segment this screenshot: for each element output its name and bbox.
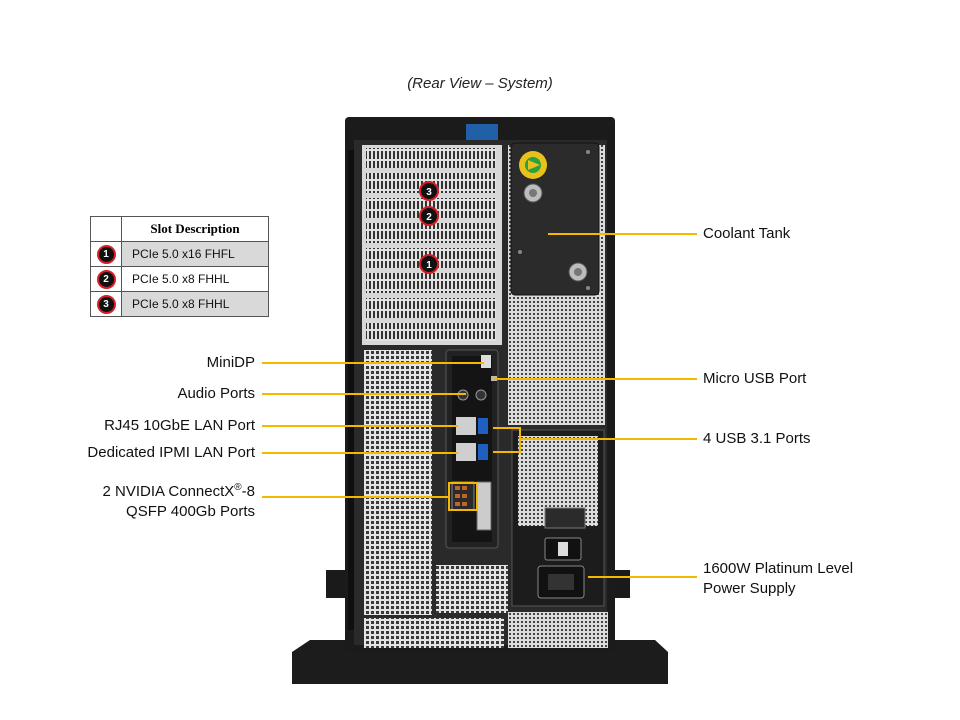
callout-lines (262, 233, 697, 578)
slot-number-badge: 3 (96, 294, 116, 314)
left-vent (364, 350, 432, 615)
slot-desc: PCIe 5.0 x8 FHHL (121, 291, 269, 317)
slot-number-badge: 1 (96, 244, 116, 264)
slot-badge-3: 3 (419, 181, 439, 201)
table-row: 1 PCIe 5.0 x16 FHFL (90, 241, 269, 267)
label-rj45-lan: RJ45 10GbE LAN Port (104, 417, 255, 434)
label-power-supply: 1600W Platinum Level Power Supply (703, 560, 854, 597)
minidp-port (481, 355, 491, 368)
rj45-port (456, 417, 476, 435)
svg-text:2: 2 (426, 212, 432, 223)
label-ipmi-lan: Dedicated IPMI LAN Port (87, 444, 255, 461)
svg-text:1: 1 (426, 260, 432, 271)
slot-desc: PCIe 5.0 x8 FHHL (121, 266, 269, 292)
label-coolant-tank: Coolant Tank (703, 225, 791, 242)
slot-badge-2: 2 (419, 206, 439, 226)
top-latch (466, 124, 498, 140)
diagram-caption: (Rear View – System) (407, 75, 553, 92)
label-usb-ports: 4 USB 3.1 Ports (703, 430, 811, 447)
slot-desc: PCIe 5.0 x16 FHFL (121, 241, 269, 267)
slot-number-badge: 2 (96, 269, 116, 289)
table-header: Slot Description (121, 216, 269, 242)
pcie-slot-covers (366, 148, 496, 341)
slot-description-table: Slot Description 1 PCIe 5.0 x16 FHFL 2 P… (90, 216, 269, 317)
label-minidp: MiniDP (206, 354, 255, 371)
label-micro-usb: Micro USB Port (703, 370, 807, 387)
svg-text:3: 3 (426, 187, 432, 198)
label-audio-ports: Audio Ports (177, 385, 255, 402)
table-header-blank (90, 216, 122, 242)
label-connectx: 2 NVIDIA ConnectX®-8 QSFP 400Gb Ports (102, 482, 255, 520)
table-row: 2 PCIe 5.0 x8 FHHL (90, 266, 269, 292)
coolant-tank (510, 142, 600, 296)
ipmi-port (456, 443, 476, 461)
table-row: 3 PCIe 5.0 x8 FHHL (90, 291, 269, 317)
slot-badge-1: 1 (419, 254, 439, 274)
qsfp-highlight (448, 482, 478, 511)
